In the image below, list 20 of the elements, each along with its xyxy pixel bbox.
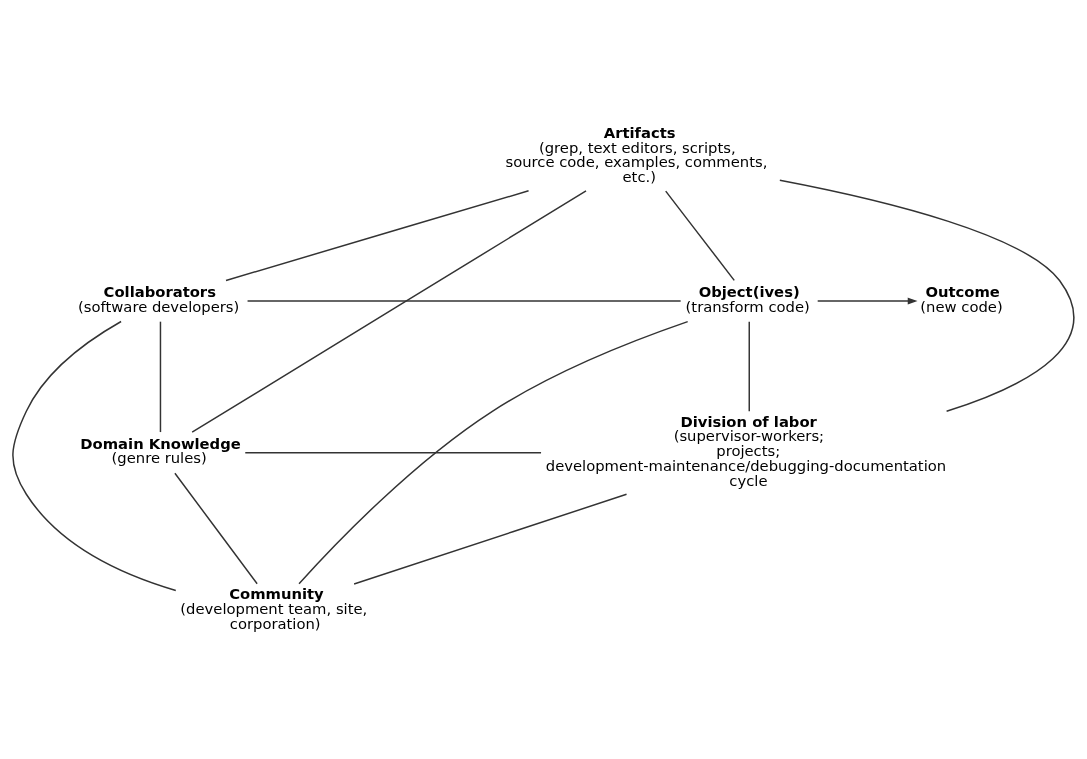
connector: [246, 299, 682, 302]
connector: [174, 472, 258, 584]
node-text: Community (development team, site, corporation): [180, 584, 368, 632]
connector: [225, 189, 530, 281]
node-text: Collaborators (software developers): [78, 282, 240, 315]
connector: [748, 320, 750, 412]
node-text: Division of labor (supervisor-workers; projects; development-maintenance/debugging-documentation cycle: [545, 411, 947, 489]
connector: [244, 451, 542, 453]
connector: [664, 189, 735, 281]
node-text: Object(ives) (transform code): [685, 282, 810, 315]
connector: [298, 320, 689, 584]
connector: [779, 179, 1075, 412]
node-text: Domain Knowledge (genre rules): [80, 434, 241, 466]
arrow: [816, 297, 918, 304]
node-text: Outcome (new code): [920, 282, 1003, 315]
connector: [191, 189, 587, 433]
node-text: Artifacts (grep, text editors, scripts, source code, examples, comments, etc.): [505, 123, 768, 185]
connector: [12, 320, 177, 591]
connector: [159, 320, 162, 433]
connector: [353, 493, 628, 585]
